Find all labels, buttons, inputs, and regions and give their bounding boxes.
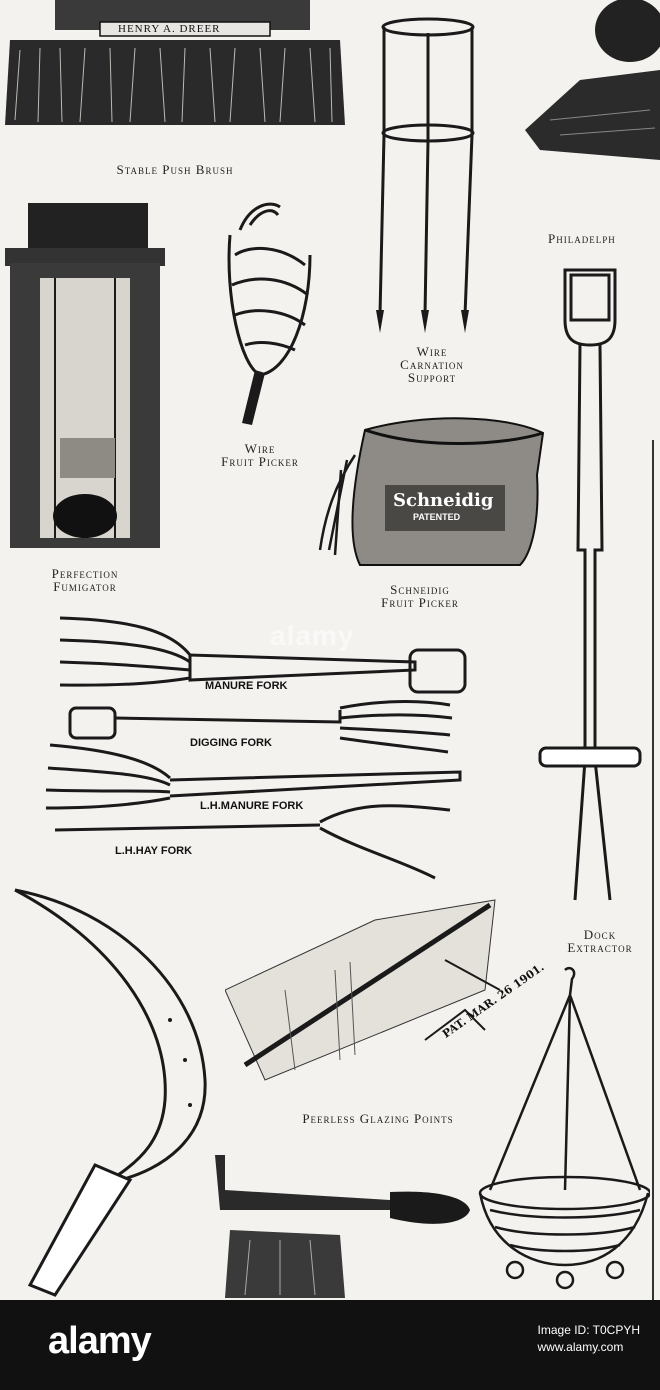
caption-schneidig-fruit-picker: Schneidig Fruit Picker	[381, 582, 459, 610]
forks-illustration	[45, 616, 467, 880]
hanging-basket-illustration	[478, 966, 650, 1290]
caption-philadelphia: Philadelph	[548, 231, 616, 246]
brush-stamp-text: HENRY A. DREER	[118, 23, 221, 35]
footer-logo[interactable]: alamy	[48, 1320, 152, 1362]
bag-brand-text: Schneidig	[393, 490, 494, 511]
caption-perfection-fumigator: Perfection Fumigator	[51, 566, 119, 594]
lh-hay-fork-label: L.H.HAY FORK	[115, 845, 193, 857]
caption-dock-extractor: Dock Extractor	[567, 927, 633, 955]
column-divider	[652, 440, 654, 1300]
watermark: alamy	[270, 620, 355, 651]
image-id: Image ID: T0CPYH	[537, 1323, 640, 1337]
site-url[interactable]: www.alamy.com	[537, 1340, 624, 1354]
cutter-illustration	[215, 1155, 470, 1298]
footer-bar: alamy Image ID: T0CPYH www.alamy.com	[0, 1300, 660, 1390]
caption-wire-carnation-support: Wire Carnation Support	[400, 344, 464, 385]
catalog-page: HENRY A. DREER Stable Push Brush Philade…	[0, 0, 660, 1300]
stable-push-brush-illustration	[5, 0, 345, 125]
perfection-fumigator-illustration	[5, 203, 165, 548]
peerless-glazing-points-illustration	[225, 899, 501, 1081]
wire-fruit-picker-illustration	[227, 202, 312, 425]
lh-manure-fork-label: L.H.MANURE FORK	[200, 800, 304, 812]
manure-fork-label: MANURE FORK	[205, 680, 288, 692]
digging-fork-label: DIGGING FORK	[190, 737, 272, 749]
schneidig-fruit-picker-illustration	[318, 417, 545, 566]
philadelphia-item-illustration	[525, 0, 660, 160]
dock-extractor-illustration	[538, 268, 642, 901]
caption-stable-push-brush: Stable Push Brush	[116, 162, 234, 177]
footer-meta: Image ID: T0CPYH www.alamy.com	[538, 1322, 640, 1356]
caption-wire-fruit-picker: Wire Fruit Picker	[221, 441, 299, 469]
sickle-illustration	[14, 888, 207, 1297]
caption-peerless-glazing-points: Peerless Glazing Points	[302, 1111, 454, 1126]
wire-carnation-support-illustration	[376, 17, 475, 333]
bag-patented-text: PATENTED	[413, 512, 461, 522]
